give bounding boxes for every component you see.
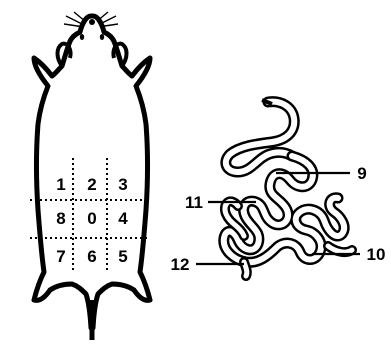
right-eye [100, 34, 104, 40]
stomach-inner [226, 102, 294, 172]
gut-diagram: 9 11 10 12 [171, 100, 386, 276]
left-eye [80, 34, 84, 40]
nose [89, 19, 95, 25]
region-label-4: 4 [118, 209, 128, 228]
region-label-8: 8 [56, 209, 65, 228]
intestine-label-9: 9 [357, 164, 366, 183]
region-label-3: 3 [118, 175, 127, 194]
region-label-1: 1 [56, 175, 65, 194]
region-label-7: 7 [56, 247, 65, 266]
intestine-label-12: 12 [171, 255, 190, 274]
mouse-diagram: 1 2 3 8 0 4 7 6 5 [30, 12, 150, 340]
intestine-label-10: 10 [367, 245, 386, 264]
region-label-5: 5 [118, 247, 127, 266]
region-label-0: 0 [87, 209, 96, 228]
intestine-label-11: 11 [185, 193, 203, 212]
region-label-2: 2 [87, 175, 96, 194]
mouse-body-outline [34, 16, 150, 328]
region-label-6: 6 [87, 247, 96, 266]
intestine-labels: 9 11 10 12 [171, 164, 386, 274]
